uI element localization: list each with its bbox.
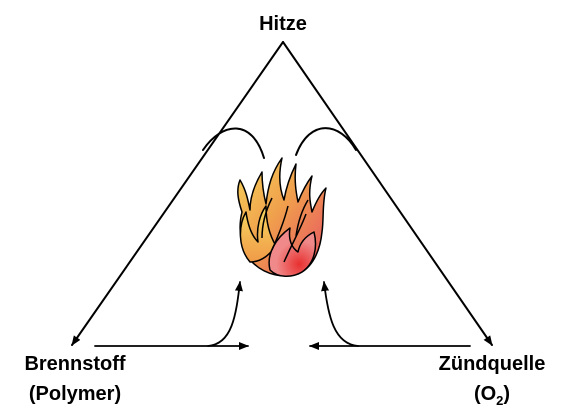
heat-label: Hitze (259, 13, 307, 35)
fuel-to-fire-arrow (208, 282, 240, 346)
fuel-label-line2: (Polymer) (29, 383, 121, 405)
oxygen-to-fire-arrow (324, 282, 358, 346)
flame-icon (238, 158, 326, 276)
triangle-left-side (72, 42, 283, 345)
ignition-label-line1: Zündquelle (439, 353, 546, 375)
right-heat-arc (296, 128, 356, 155)
fuel-label-line1: Brennstoff (24, 353, 125, 375)
triangle-right-side (283, 42, 492, 345)
ignition-label-line2: (O2) (474, 383, 510, 408)
